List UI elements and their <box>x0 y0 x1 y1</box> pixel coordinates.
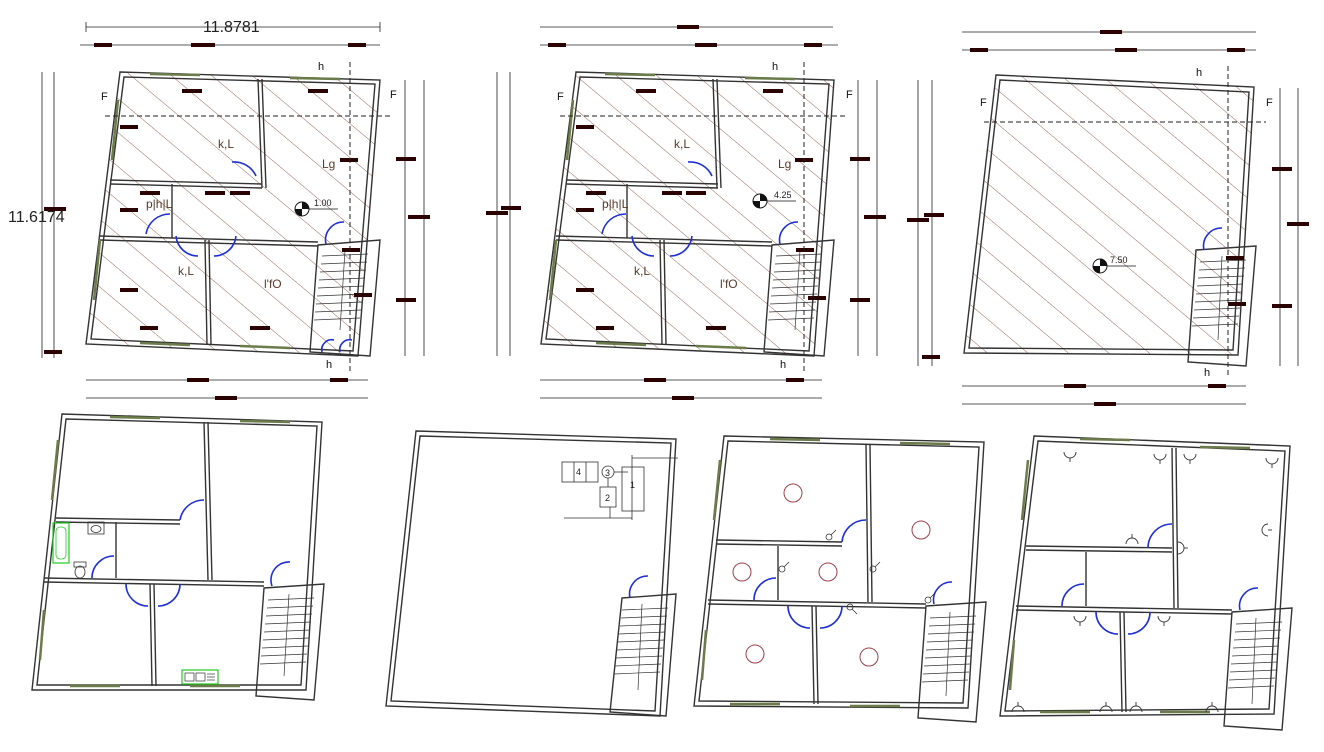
plan3-outer-wall <box>963 74 1255 356</box>
plan-roof: F F h h 7.50 <box>907 30 1309 406</box>
plan1-dimensions: 11.8781 11.6174 <box>8 19 430 400</box>
riser-label: 4 <box>576 467 581 477</box>
riser-diagram: 4 3 2 1 <box>561 455 678 520</box>
switch-icon <box>778 529 936 615</box>
plan2-room-label: k,L <box>674 137 690 151</box>
plan3-level-label: 7.50 <box>1110 255 1128 265</box>
plan2-section-f-left: F <box>557 91 564 103</box>
plan3-section-h-top: h <box>1196 67 1202 79</box>
plan3-section-h-bottom: h <box>1204 367 1210 379</box>
plan1-room-label: Lg <box>322 157 335 171</box>
plan2-section-h-top: h <box>772 61 778 73</box>
plan-furniture <box>31 413 325 701</box>
plan-first-floor: F F h h k,L p|h|L k,L l'fO Lg 4.25 <box>486 25 886 400</box>
plan2-room-label: l'fO <box>720 277 738 291</box>
plan1-section-f-right: F <box>390 89 397 101</box>
plan1-room-label: l'fO <box>264 277 282 291</box>
plan2-level-marker-icon <box>752 193 796 209</box>
plan1-level-marker-icon <box>294 201 338 217</box>
plan1-section-f-left: F <box>101 91 108 103</box>
plan1-room-label: k,L <box>178 264 194 278</box>
plan-lighting <box>693 435 987 723</box>
plan1-room-label: p|h|L <box>146 197 173 211</box>
plan2-room-label: p|h|L <box>602 197 629 211</box>
ceiling-light-icon <box>732 483 931 667</box>
riser-label: 1 <box>630 480 635 490</box>
wall-light-icon <box>1011 451 1279 713</box>
plan2-section-f-right: F <box>846 89 853 101</box>
riser-label: 2 <box>605 493 610 503</box>
plan2-level-label: 4.25 <box>774 190 792 200</box>
plan1-section-h-bottom: h <box>326 359 332 371</box>
plan1-height-label: 11.6174 <box>8 209 65 226</box>
plan1-level-label: 1.00 <box>314 198 332 208</box>
plan1-width-label: 11.8781 <box>203 19 260 36</box>
plan1-section-h-top: h <box>318 61 324 73</box>
plan3-section-f-left: F <box>980 97 987 109</box>
sink-icon <box>87 521 105 535</box>
bathtub-icon <box>52 522 70 564</box>
plan1-door <box>231 161 257 177</box>
plan2-section-h-bottom: h <box>780 359 786 371</box>
plan3-level-marker-icon <box>1092 258 1136 274</box>
plan3-section-f-right: F <box>1266 97 1273 109</box>
plan-electrical <box>999 435 1293 731</box>
plan-plumbing: 4 3 2 1 <box>385 430 678 717</box>
plan-ground-floor: 11.8781 11.6174 <box>8 19 430 400</box>
plan2-room-label: k,L <box>634 264 650 278</box>
kitchen-sink-icon <box>181 669 219 685</box>
riser-label: 3 <box>605 468 610 478</box>
plan1-room-label: k,L <box>218 137 234 151</box>
plan2-room-label: Lg <box>778 157 791 171</box>
toilet-icon <box>73 561 87 579</box>
